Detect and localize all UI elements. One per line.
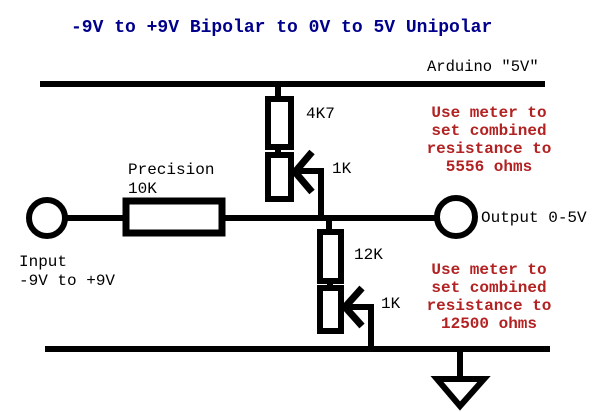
upper-note-line2: set combined: [431, 122, 547, 140]
lower-calibration-note: Use meter to set combined resistance to …: [403, 261, 575, 333]
upper-note-line3: resistance to: [426, 140, 552, 158]
input-label-line2: -9V to +9V: [19, 272, 116, 290]
potentiometer-1k-upper: [265, 152, 294, 202]
pot-lower-wiper-wire: [347, 304, 374, 349]
ground-symbol-icon: [430, 376, 491, 411]
potentiometer-1k-lower: [317, 285, 344, 334]
input-label-line1: Input: [19, 253, 68, 271]
pot-upper-wiper-arrow-icon: [290, 149, 315, 195]
top-rail-label: Arduino "5V": [427, 58, 539, 76]
lower-note-line1: Use meter to: [431, 261, 547, 279]
input-label: Input-9V to +9V: [19, 253, 115, 291]
resistor-10k-label-line1: Precision: [128, 161, 215, 179]
pot-lower-wiper-arrow-icon: [340, 285, 365, 329]
output-terminal: [434, 195, 478, 239]
input-terminal: [26, 197, 68, 239]
pot-upper-label: 1K: [332, 160, 352, 178]
resistor-10k-label-line2: 10K: [128, 180, 157, 198]
pot-upper-wiper-wire: [297, 168, 324, 218]
resistor-4k7: [265, 96, 294, 150]
resistor-4k7-label: 4K7: [306, 105, 335, 123]
pot-lower-label: 1K: [381, 295, 401, 313]
resistor-10k-precision: [122, 197, 226, 237]
upper-note-line4: 5556 ohms: [445, 158, 533, 176]
lower-note-line3: resistance to: [426, 297, 552, 315]
upper-calibration-note: Use meter to set combined resistance to …: [403, 104, 575, 176]
lower-note-line4: 12500 ohms: [440, 315, 537, 333]
diagram-title: -9V to +9V Bipolar to 0V to 5V Unipolar: [71, 18, 493, 38]
upper-note-line1: Use meter to: [431, 104, 547, 122]
output-label: Output 0-5V: [481, 209, 587, 227]
resistor-12k: [317, 229, 344, 284]
resistor-12k-label: 12K: [354, 246, 383, 264]
lower-note-line2: set combined: [431, 279, 547, 297]
